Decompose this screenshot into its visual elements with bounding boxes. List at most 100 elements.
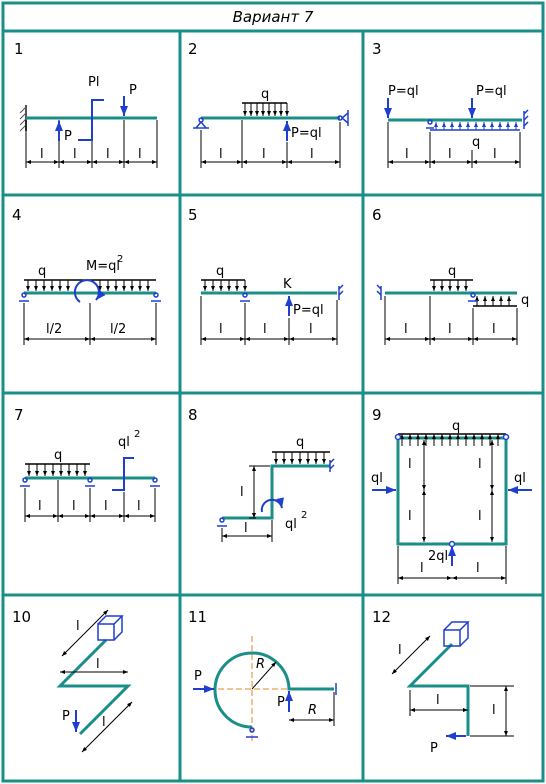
load-label: q (472, 135, 480, 150)
dim-label: l (476, 561, 480, 576)
dim-label: l (493, 147, 497, 162)
dim-label: l (96, 657, 100, 672)
roller-support (426, 119, 434, 129)
force-label: P=ql (293, 303, 324, 318)
dim-label: l (310, 147, 314, 162)
dim-label: l (106, 147, 110, 162)
dim-label: l (492, 703, 496, 718)
dim-label: l (408, 509, 412, 524)
point-label: K (283, 277, 292, 292)
force-label: P=ql (476, 84, 507, 99)
panel-1-diagram: l l l l P Pl P (19, 75, 158, 168)
dim-label: l (398, 643, 402, 658)
variant-title: Вариант 7 (233, 8, 314, 26)
load-label: q (261, 87, 269, 102)
panel-9-diagram: q ql ql 2ql l l l l l l (371, 419, 532, 584)
force-label: P (129, 83, 137, 98)
panel-number: 4 (12, 206, 22, 224)
dim-label: l (448, 322, 452, 337)
dim-label: l (72, 499, 76, 514)
panel-6-diagram: q q l l l (376, 264, 529, 345)
dim-label: l/2 (110, 322, 126, 337)
dim-label: l (138, 147, 142, 162)
dim-label: l (263, 322, 267, 337)
panel-8-diagram: q ql 2 l l (217, 435, 335, 542)
force-label: P=ql (388, 84, 419, 99)
moment-exponent: 2 (117, 254, 123, 265)
dim-label: l (478, 457, 482, 472)
panel-10-diagram: P l l l (56, 609, 133, 753)
moment-symbol (260, 497, 284, 513)
panel-12-diagram: P l l l (391, 621, 514, 756)
force-label: P (62, 709, 70, 724)
frame-member (396, 436, 508, 546)
dim-label: l (420, 561, 424, 576)
dim-label: l (405, 147, 409, 162)
distributed-load (398, 433, 506, 446)
dim-label: l (219, 147, 223, 162)
load-label: q (216, 264, 224, 279)
distributed-load (25, 463, 90, 476)
fixed-support (19, 105, 27, 132)
dim-label: l (492, 322, 496, 337)
panel-11-diagram: P P R R (193, 636, 337, 744)
curved-member (213, 651, 334, 729)
dim-label: l (38, 499, 42, 514)
pin-support (468, 292, 478, 302)
frame-member (56, 638, 132, 736)
distributed-load (201, 279, 247, 291)
panel-number: 7 (14, 406, 24, 424)
force-label: ql (514, 471, 526, 486)
moment-label: M=ql (86, 259, 120, 274)
panel-5-diagram: q K P=ql l l l (200, 264, 344, 345)
dim-label: l (104, 499, 108, 514)
dim-label: l (262, 147, 266, 162)
dim-label: l (244, 521, 248, 536)
panel-number: 3 (372, 40, 382, 58)
force-label: P (64, 129, 72, 144)
dim-label: l (448, 147, 452, 162)
dim-label: l (76, 619, 80, 634)
force-label: P (277, 695, 285, 710)
load-label: q (521, 293, 529, 308)
dim-label: l (478, 509, 482, 524)
dim-label: l (309, 322, 313, 337)
dim-label: l (137, 499, 141, 514)
dim-label: l (436, 693, 440, 708)
dim-label: l (240, 485, 244, 500)
fixed-support-3d (97, 615, 124, 641)
dim-label: l (404, 322, 408, 337)
panel-4-diagram: q M=ql 2 l/2 l/2 (19, 254, 161, 345)
distributed-load (24, 279, 156, 291)
load-label: q (296, 435, 304, 450)
panel-number: 10 (12, 608, 31, 626)
dim-label: l (40, 147, 44, 162)
force-label: P (194, 669, 202, 684)
roller-support-left (376, 284, 382, 300)
moment-label: Pl (88, 75, 99, 90)
panel-7-diagram: q ql 2 l l l l (20, 429, 160, 522)
force-label: P (430, 741, 438, 756)
load-label: q (448, 264, 456, 279)
panel-number: 6 (372, 206, 382, 224)
moment-label: ql (118, 435, 130, 450)
panel-2-diagram: q P=ql l l l (193, 87, 349, 168)
panel-number: 2 (188, 40, 198, 58)
moment-symbol (73, 279, 106, 303)
moment-label: ql (285, 517, 297, 532)
moment-exponent: 2 (301, 510, 307, 521)
pin-support (20, 477, 160, 487)
panel-3-diagram: q P=ql P=ql l l l (384, 84, 529, 168)
load-label: q (54, 448, 62, 463)
panel-number: 11 (188, 608, 207, 626)
pin-support (246, 683, 337, 738)
pin-support (19, 292, 161, 302)
dim-label: l (73, 147, 77, 162)
panel-number: 9 (372, 406, 382, 424)
force-label: P=ql (291, 126, 322, 141)
panel-number: 1 (14, 40, 24, 58)
force-label: 2ql (428, 549, 448, 564)
moment-exponent: 2 (134, 429, 140, 440)
